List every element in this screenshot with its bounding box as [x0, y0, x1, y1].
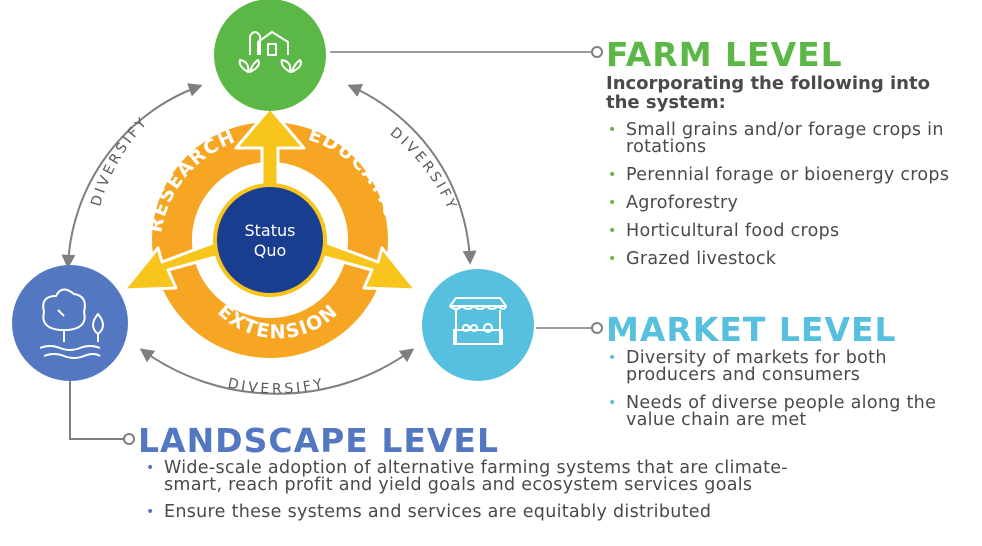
market-connector-dot: [591, 322, 603, 334]
list-item: •Needs of diverse people along the value…: [608, 393, 937, 430]
market-node: [422, 269, 534, 381]
bullet-dot: •: [146, 460, 155, 476]
diversify-arrow-bottom: [139, 348, 415, 395]
farm-connector-dot: [591, 46, 603, 58]
diversify-label-left: DIVERSIFY: [88, 113, 152, 208]
bullet-dot: •: [608, 223, 617, 239]
farm-level-title: FARM LEVEL: [606, 35, 843, 74]
bullet-dot: •: [608, 195, 617, 211]
farm-node: [214, 0, 326, 111]
list-item: •Ensure these systems and services are e…: [146, 502, 712, 522]
list-item: •Wide-scale adoption of alternative farm…: [146, 458, 788, 495]
status-quo-line1: Status: [245, 221, 296, 240]
landscape-node: [12, 265, 128, 381]
status-quo-line2: Quo: [254, 241, 287, 260]
diversify-label-bottom: DIVERSIFY: [226, 376, 327, 398]
market-level-list: •Diversity of markets for both producers…: [606, 348, 978, 440]
list-item: •Grazed livestock: [608, 249, 777, 269]
farm-level-list: •Small grains and/or forage crops in rot…: [606, 120, 976, 279]
status-quo-center: Status Quo: [213, 183, 327, 297]
list-item: •Diversity of markets for both producers…: [608, 348, 887, 385]
bullet-dot: •: [608, 395, 617, 411]
diversify-arrows: [61, 83, 477, 395]
farm-level-intro: Incorporating the following into the sys…: [606, 73, 930, 113]
list-item: •Small grains and/or forage crops in rot…: [608, 120, 944, 157]
list-item: •Agroforestry: [608, 193, 739, 213]
tree-leaf-water-icon: [39, 288, 104, 359]
diversify-arrow-left: [61, 83, 203, 269]
connector-lines: [69, 46, 603, 445]
bullet-dot: •: [608, 251, 617, 267]
barn-silo-leaves-icon: [238, 31, 302, 73]
bullet-dot: •: [608, 350, 617, 366]
market-stall-icon: [449, 297, 507, 345]
bullet-dot: •: [608, 167, 617, 183]
landscape-level-list: •Wide-scale adoption of alternative farm…: [144, 458, 904, 531]
diversify-label-right: DIVERSIFY: [387, 124, 460, 213]
landscape-connector-dot: [123, 433, 135, 445]
bullet-dot: •: [146, 504, 155, 520]
diversify-arrow-right: [347, 84, 477, 265]
list-item: •Horticultural food crops: [608, 221, 840, 241]
bullet-dot: •: [608, 122, 617, 138]
landscape-level-title: LANDSCAPE LEVEL: [138, 421, 500, 460]
market-level-title: MARKET LEVEL: [606, 310, 897, 349]
list-item: •Perennial forage or bioenergy crops: [608, 165, 950, 185]
